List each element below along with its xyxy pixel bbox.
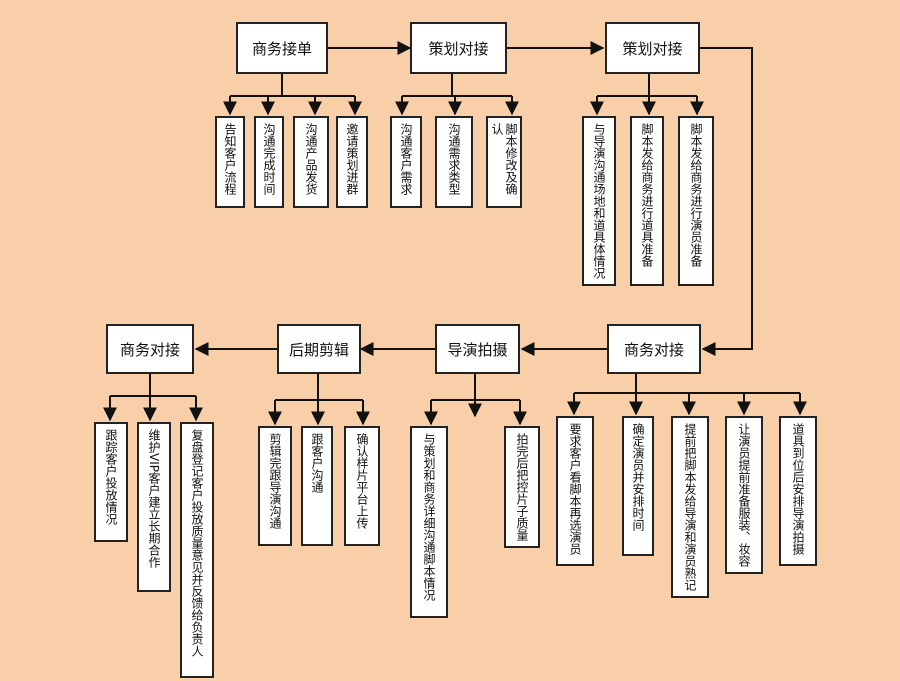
task-venue-props: 与导演沟通场地和道具体情况	[582, 116, 616, 286]
arrow-n3-n4	[700, 47, 753, 356]
task-track-delivery: 跟踪客户投放情况	[94, 422, 128, 542]
node-planning-connect-2: 策划对接	[605, 22, 700, 74]
node-business-connect-1: 商务对接	[607, 324, 701, 374]
node-post-editing: 后期剪辑	[277, 324, 361, 374]
task-confirm-actors: 确定演员并安排时间	[622, 416, 654, 556]
task-review-feedback: 复盘登记客户投放质量意见并反馈给负责人	[180, 422, 214, 678]
task-client-needs: 沟通客户需求	[390, 116, 422, 208]
task-need-types: 沟通需求类型	[435, 116, 473, 208]
task-arrange-shoot: 道具到位后安排导演拍摄	[779, 416, 817, 566]
task-send-script: 提前把脚本发给导演和演员熟记	[671, 416, 709, 598]
task-client-select-actors: 要求客户看脚本再选演员	[556, 416, 594, 566]
task-actor-prep: 脚本发给商务进行演员准备	[678, 116, 714, 286]
task-script-revise: 脚本修改及确认	[486, 116, 522, 208]
task-product-shipping: 沟通产品发货	[293, 116, 329, 208]
task-props-prep: 脚本发给商务进行道具准备	[630, 116, 664, 286]
task-inform-process: 告知客户流程	[215, 116, 245, 208]
task-invite-planner: 邀请策划进群	[336, 116, 368, 208]
node-business-connect-2: 商务对接	[106, 324, 194, 374]
task-costume-makeup: 让演员提前准备服装、妆容	[725, 416, 763, 574]
task-quality-control: 拍完后把控片子质量	[504, 426, 540, 548]
task-complete-time: 沟通完成时间	[254, 116, 284, 208]
task-vip-maintain: 维护VIP客户建立长期合作	[137, 422, 171, 592]
task-upload-sample: 确认样片平台上传	[344, 426, 380, 546]
node-business-order: 商务接单	[236, 22, 328, 74]
node-director-shoot: 导演拍摄	[435, 324, 520, 374]
node-planning-connect-1: 策划对接	[410, 22, 507, 74]
task-discuss-script: 与策划和商务详细沟通脚本情况	[410, 426, 448, 618]
task-edit-director: 剪辑完跟导演沟通	[258, 426, 292, 546]
task-client-communicate: 跟客户沟通	[301, 426, 333, 546]
